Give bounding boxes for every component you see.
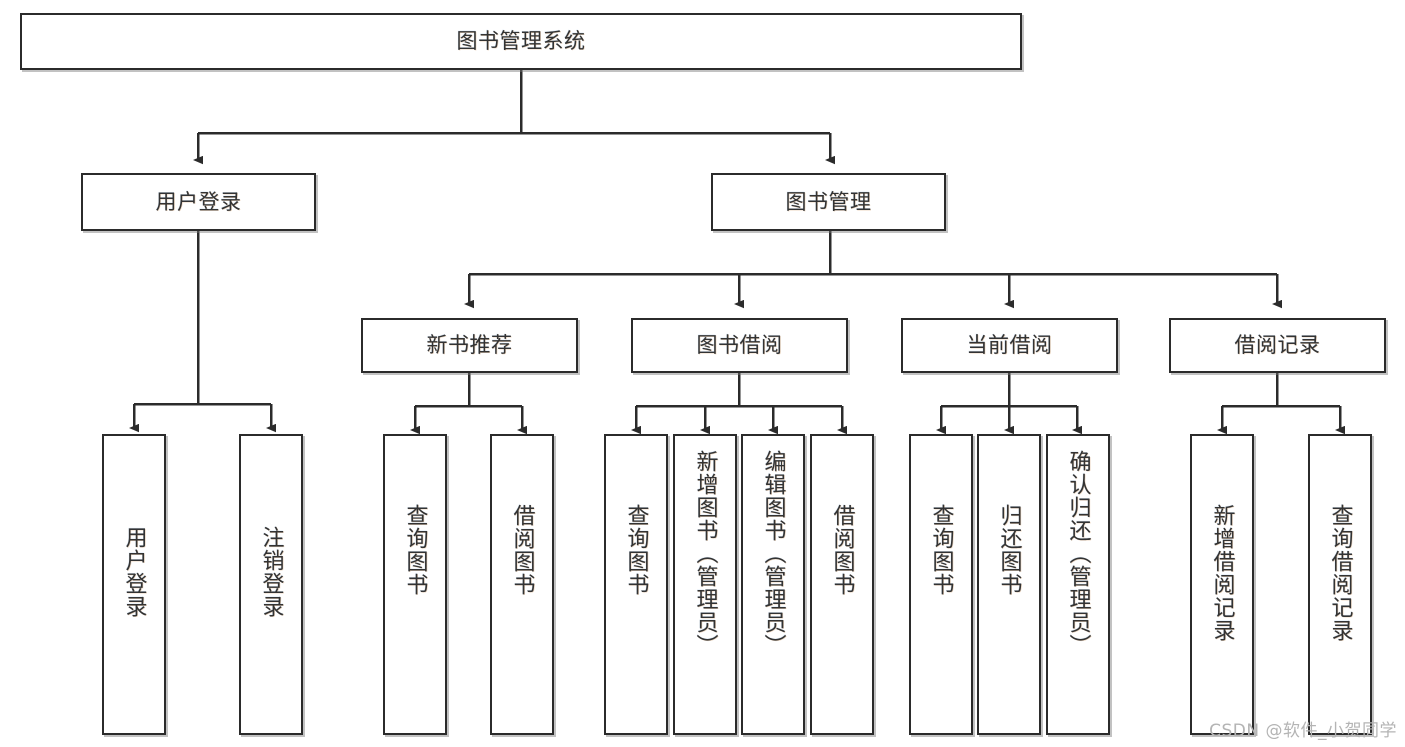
node-leaf-current-borrow-query[interactable]: 查询图书 bbox=[909, 434, 973, 735]
node-leaf-new-book-borrow[interactable]: 借阅图书 bbox=[490, 434, 554, 735]
node-user-login-label: 用户登录 bbox=[155, 189, 242, 214]
node-leaf-user-login-login[interactable]: 用户登录 bbox=[102, 434, 166, 735]
node-leaf-user-login-login-label: 用户登录 bbox=[121, 526, 147, 618]
node-leaf-borrow-record-query-label: 查询借阅记录 bbox=[1327, 504, 1353, 642]
node-root[interactable]: 图书管理系统 bbox=[20, 13, 1022, 70]
node-leaf-current-borrow-return[interactable]: 归还图书 bbox=[977, 434, 1041, 735]
node-leaf-current-borrow-query-label: 查询图书 bbox=[928, 504, 954, 596]
node-leaf-user-login-logout-label: 注销登录 bbox=[258, 526, 284, 618]
node-book-borrow-label: 图书借阅 bbox=[696, 333, 783, 358]
node-current-borrow[interactable]: 当前借阅 bbox=[901, 318, 1118, 373]
node-book-management[interactable]: 图书管理 bbox=[711, 173, 946, 231]
node-leaf-current-borrow-confirm[interactable]: 确认归还（管理员） bbox=[1046, 434, 1110, 735]
node-current-borrow-label: 当前借阅 bbox=[966, 333, 1053, 358]
node-new-book-recommend[interactable]: 新书推荐 bbox=[361, 318, 578, 373]
node-borrow-record[interactable]: 借阅记录 bbox=[1169, 318, 1386, 373]
node-user-login[interactable]: 用户登录 bbox=[81, 173, 316, 231]
node-leaf-new-book-query-label: 查询图书 bbox=[402, 504, 428, 596]
node-leaf-new-book-borrow-label: 借阅图书 bbox=[509, 504, 535, 596]
node-new-book-recommend-label: 新书推荐 bbox=[426, 333, 513, 358]
node-leaf-current-borrow-confirm-label: 确认归还（管理员） bbox=[1065, 450, 1091, 657]
node-leaf-user-login-logout[interactable]: 注销登录 bbox=[239, 434, 303, 735]
node-borrow-record-label: 借阅记录 bbox=[1234, 333, 1321, 358]
node-leaf-borrow-record-query[interactable]: 查询借阅记录 bbox=[1308, 434, 1372, 735]
node-book-borrow[interactable]: 图书借阅 bbox=[631, 318, 848, 373]
node-leaf-borrow-record-add-label: 新增借阅记录 bbox=[1209, 504, 1235, 642]
node-leaf-book-borrow-query[interactable]: 查询图书 bbox=[604, 434, 668, 735]
node-leaf-book-borrow-borrow-label: 借阅图书 bbox=[829, 504, 855, 596]
node-leaf-book-borrow-borrow[interactable]: 借阅图书 bbox=[810, 434, 874, 735]
node-leaf-new-book-query[interactable]: 查询图书 bbox=[383, 434, 447, 735]
watermark-text: CSDN @软件_小贺同学 bbox=[1209, 721, 1397, 741]
node-leaf-book-borrow-query-label: 查询图书 bbox=[623, 504, 649, 596]
node-leaf-book-borrow-add[interactable]: 新增图书（管理员） bbox=[673, 434, 737, 735]
node-leaf-borrow-record-add[interactable]: 新增借阅记录 bbox=[1190, 434, 1254, 735]
node-root-label: 图书管理系统 bbox=[456, 29, 586, 54]
node-book-management-label: 图书管理 bbox=[785, 189, 872, 214]
node-leaf-book-borrow-edit-label: 编辑图书（管理员） bbox=[760, 450, 786, 657]
node-leaf-book-borrow-edit[interactable]: 编辑图书（管理员） bbox=[741, 434, 805, 735]
node-leaf-current-borrow-return-label: 归还图书 bbox=[996, 504, 1022, 596]
node-leaf-book-borrow-add-label: 新增图书（管理员） bbox=[692, 450, 718, 657]
